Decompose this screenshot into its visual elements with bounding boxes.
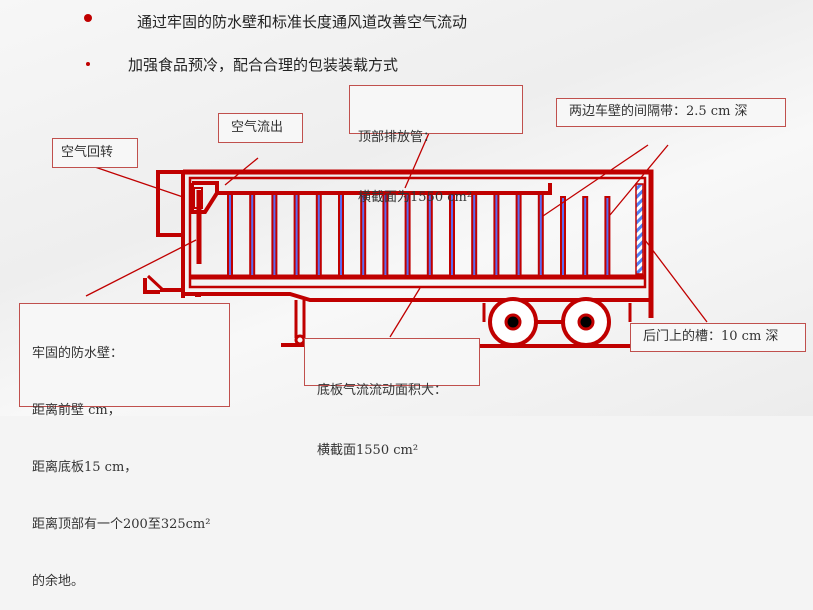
- label-line: 的余地。: [32, 574, 85, 589]
- slat-stripe: [562, 198, 564, 275]
- label-side-gap: 两边车壁的间隔带：2.5 cm 深: [556, 98, 786, 127]
- slat-stripe: [473, 195, 476, 275]
- rear-door-groove: [635, 183, 644, 275]
- bullet-text-2: 加强食品预冷，配合合理的包装装载方式: [128, 56, 399, 74]
- label-line: 距离底板15 cm，: [32, 460, 138, 475]
- label-rear-door: 后门上的槽：10 cm 深: [630, 323, 806, 352]
- label-air-return: 空气回转: [52, 138, 138, 168]
- label-line: 横截面为1550 cm²: [358, 190, 473, 205]
- bullet-icon: [86, 62, 90, 66]
- label-line: 距离前壁 cm，: [32, 403, 121, 418]
- label-top-duct: 顶部排放管： 横截面为1550 cm²: [349, 85, 523, 205]
- label-line: 距离顶部有一个200至325cm²: [32, 517, 211, 532]
- slat-stripe: [384, 195, 387, 275]
- slat-stripe: [451, 195, 453, 275]
- label-bulkhead: 牢固的防水壁： 距离前壁 cm， 距离底板15 cm， 距离顶部有一个200至3…: [19, 303, 230, 589]
- slat-stripe: [428, 195, 431, 275]
- slat-stripe: [584, 198, 587, 275]
- slat-stripe: [606, 198, 609, 275]
- wall-slats: [227, 193, 611, 277]
- slat-stripe: [495, 195, 498, 275]
- slat-stripe: [251, 195, 254, 275]
- slat-stripe: [362, 195, 365, 275]
- slat-stripe: [517, 195, 520, 275]
- label-line: 横截面1550 cm²: [317, 443, 419, 458]
- slat-stripe: [229, 195, 231, 275]
- label-line: 底板气流流动面积大：: [317, 383, 448, 398]
- slat-stripe: [340, 195, 342, 275]
- slat-stripe: [317, 195, 320, 275]
- label-floor-flow: 底板气流流动面积大： 横截面1550 cm²: [304, 338, 480, 458]
- label-line: 顶部排放管：: [358, 130, 437, 145]
- callout-lines: [85, 132, 708, 338]
- label-line: 牢固的防水壁：: [32, 346, 124, 361]
- bullet-text-1: 通过牢固的防水壁和标准长度通风道改善空气流动: [137, 13, 468, 31]
- slat-stripe: [539, 195, 542, 275]
- slat-stripe: [406, 195, 409, 275]
- slat-stripe: [295, 195, 298, 275]
- slat-stripe: [273, 195, 276, 275]
- bullet-icon: [84, 14, 92, 22]
- label-air-out: 空气流出: [218, 113, 303, 143]
